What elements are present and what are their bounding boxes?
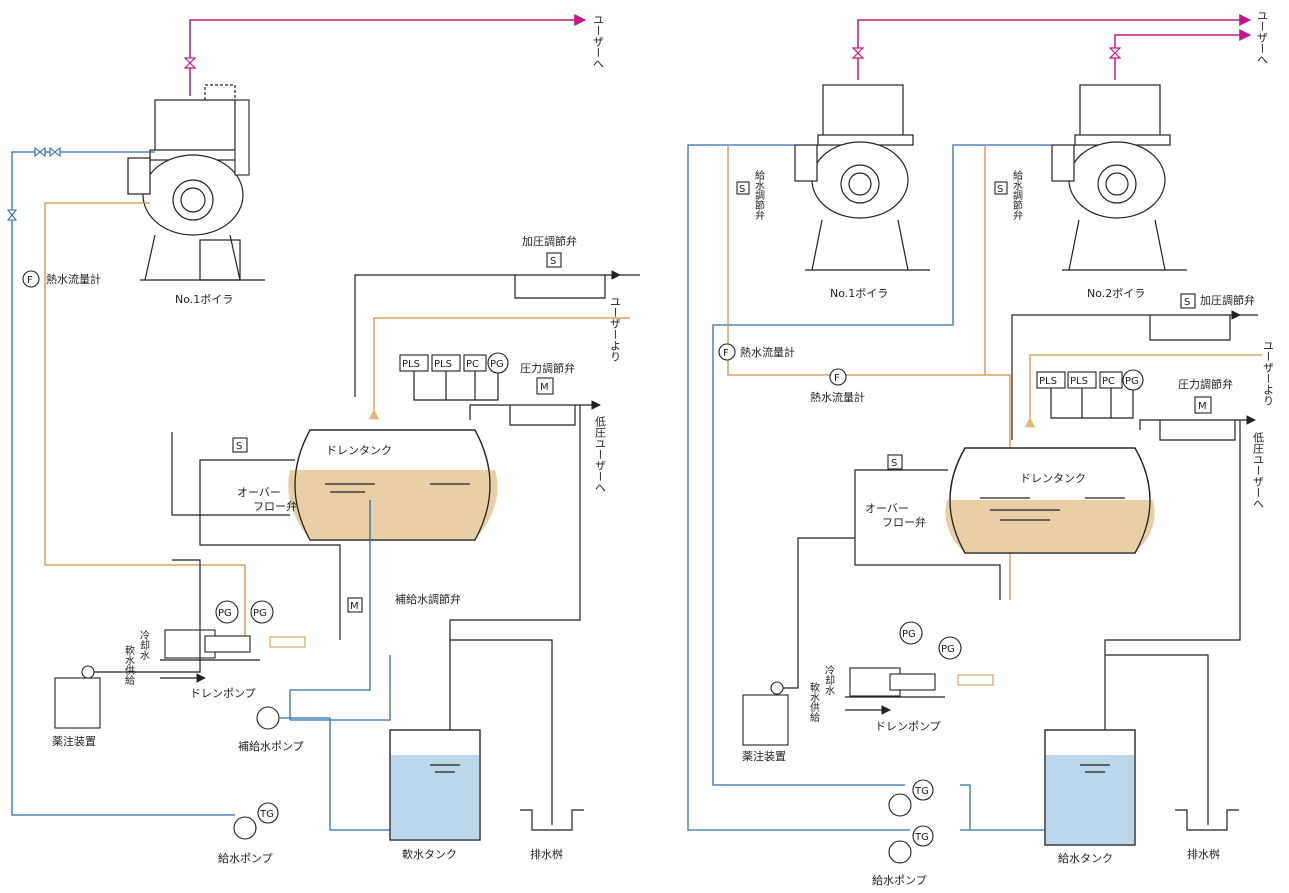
right-flow-meter-label-2: 熱水流量計	[810, 390, 865, 404]
right-soft-water-supply: 軟水供給	[808, 681, 820, 723]
right-boiler2-label: No.2ボイラ	[1087, 287, 1145, 300]
right-gauges: PLS PLS PC PG	[1036, 369, 1144, 419]
right-cooling-water: 冷却水	[823, 664, 835, 695]
right-flow-meter-label-1: 熱水流量計	[740, 345, 795, 359]
left-user-to-label: ユーザーへ	[592, 14, 605, 69]
right-gauge-1: PLS	[1039, 376, 1057, 387]
left-low-pressure-label: 低圧ユーザーへ	[594, 416, 607, 493]
right-user-from-label: ユーザーより	[1262, 340, 1275, 406]
left-feed-pump-label: 給水ポンプ	[218, 851, 273, 865]
right-flow-symbol-2: F	[834, 373, 840, 384]
right-overflow-s: S	[891, 458, 897, 469]
right-chem-label: 薬注装置	[742, 749, 786, 763]
left-boiler-label: No.1ボイラ	[175, 293, 233, 306]
left-gauges: PLS PLS PC PG	[399, 352, 509, 401]
right-gauge-2: PLS	[1070, 376, 1088, 387]
right-pg-2: PG	[941, 644, 955, 655]
left-gauge-2: PLS	[434, 359, 452, 370]
left-boiler-1	[127, 84, 265, 281]
right-tg-2: TG	[914, 832, 929, 843]
right-feed-s-2: S	[997, 184, 1003, 195]
left-soft-water-supply: 軟水供給	[123, 644, 135, 686]
left-pressure-label: 圧力調節弁	[520, 361, 575, 375]
left-user-from-label: ユーザーより	[609, 296, 622, 362]
left-pg-2: PG	[253, 608, 267, 619]
left-makeup-pump-label: 補給水ポンプ	[238, 739, 304, 753]
left-soft-tank-label: 軟水タンク	[402, 847, 457, 861]
left-soft-water-tank	[389, 729, 481, 841]
right-overflow-label-2: フロー弁	[882, 515, 926, 529]
left-flow-symbol: F	[27, 275, 33, 286]
right-pressure-label: 圧力調節弁	[1178, 377, 1233, 391]
left-gauge-1: PLS	[402, 359, 420, 370]
right-boiler-2	[1051, 84, 1187, 271]
left-makeup-label: 補給水調節弁	[395, 592, 461, 606]
right-drain-pump	[845, 621, 994, 698]
left-drain-tank-label: ドレンタンク	[326, 444, 392, 457]
left-makeup-m: M	[350, 601, 359, 612]
left-chem-label: 薬注装置	[52, 734, 96, 748]
right-boiler1-label: No.1ボイラ	[830, 287, 888, 300]
right-low-pressure-label: 低圧ユーザーへ	[1252, 432, 1265, 509]
right-flow-symbol-1: F	[723, 348, 729, 359]
left-overflow-label-1: オーバー	[237, 486, 281, 499]
left-overflow-label-2: フロー弁	[253, 499, 297, 513]
right-gauge-3: PC	[1102, 376, 1115, 387]
right-feed-s-1: S	[739, 184, 745, 195]
left-pressure-m: M	[540, 382, 549, 393]
right-boiler-1	[794, 84, 930, 271]
right-pressure-m: M	[1198, 401, 1207, 412]
left-gauge-4: PG	[490, 359, 504, 370]
right-pressurize-label: 加圧調節弁	[1200, 293, 1255, 307]
right-pressurize-s: S	[1184, 297, 1190, 308]
right-feed-pump-label: 給水ポンプ	[872, 873, 927, 887]
right-user-to-label: ユーザーへ	[1256, 10, 1269, 65]
left-flow-meter-label: 熱水流量計	[46, 272, 101, 286]
right-diagram: ユーザーへ No.1ボイラ No.2ボイラ S	[687, 10, 1275, 887]
left-gauge-3: PC	[466, 359, 479, 370]
right-feed-tank-label: 給水タンク	[1058, 851, 1113, 865]
right-drain-pump-label: ドレンポンプ	[875, 720, 941, 733]
right-pg-1: PG	[902, 629, 916, 640]
left-drain-pump-label: ドレンポンプ	[190, 687, 256, 700]
left-diagram: ユーザーへ No.1ボイラ F 熱水流量計 S 加圧調節弁	[6, 14, 640, 865]
left-pg-1: PG	[218, 608, 232, 619]
left-pressurize-label: 加圧調節弁	[522, 234, 577, 248]
left-cooling-water: 冷却水	[138, 629, 150, 660]
right-drain-tank-label: ドレンタンク	[1020, 472, 1086, 485]
left-overflow-s: S	[236, 441, 242, 452]
right-overflow-label-1: オーバー	[865, 502, 909, 515]
left-drain-pit-label: 排水桝	[530, 847, 563, 861]
left-drain-tank	[288, 429, 498, 541]
right-gauge-4: PG	[1125, 376, 1139, 387]
left-pressurize-s: S	[550, 256, 556, 267]
right-feed-valve-label-1: 給水調節弁	[753, 169, 765, 221]
left-drain-pump	[160, 600, 306, 661]
right-tg-1: TG	[914, 786, 929, 797]
right-drain-tank	[945, 447, 1155, 554]
right-feed-valve-label-2: 給水調節弁	[1011, 169, 1023, 221]
left-tg: TG	[259, 809, 274, 820]
right-feed-tank	[1044, 729, 1136, 846]
right-drain-pit-label: 排水桝	[1187, 847, 1220, 861]
